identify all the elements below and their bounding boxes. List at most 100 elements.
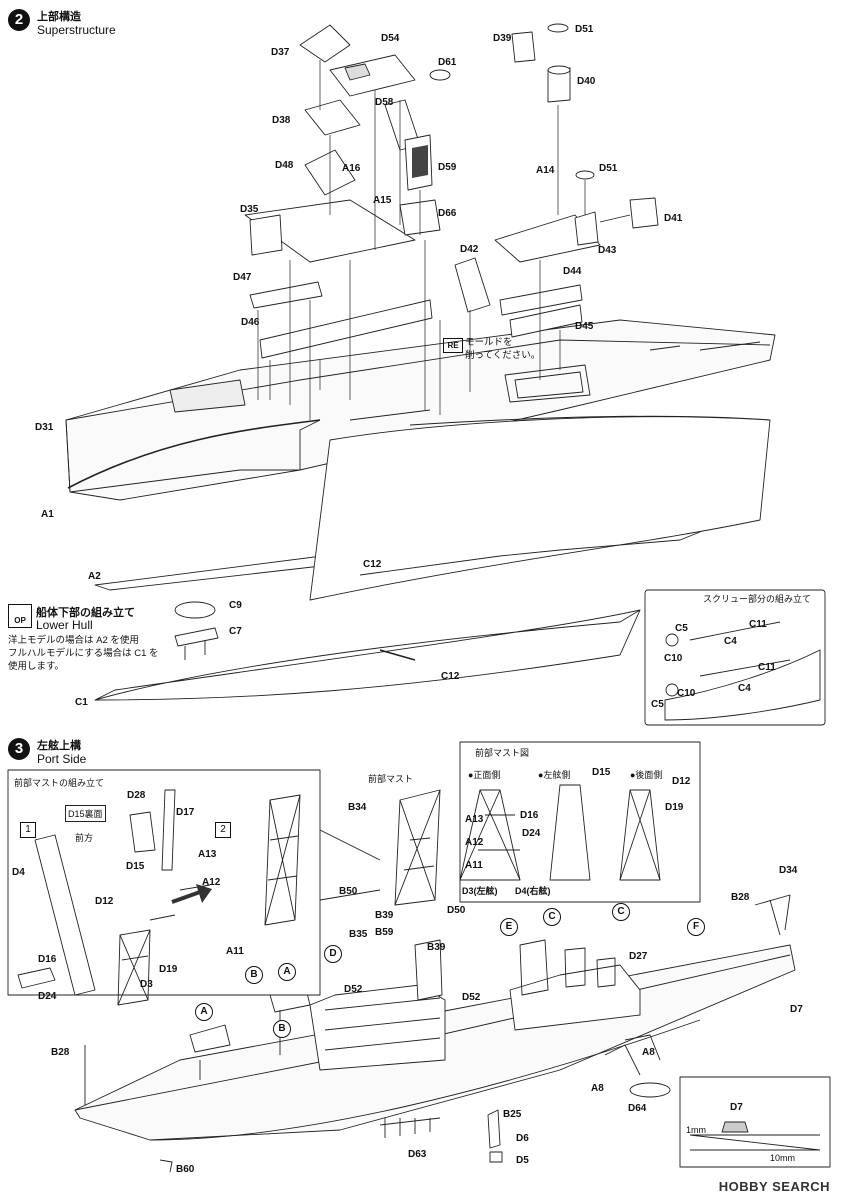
part-label: D64 [628,1103,647,1114]
part-label: D5 [516,1155,529,1166]
part-label: D24 [38,991,57,1002]
part-label: D43 [598,245,617,256]
part-label: B28 [731,892,750,903]
part-label: D17 [176,807,195,818]
op-note-line-2: フルハルモデルにする場合は C1 を [8,648,159,659]
part-label: C1 [75,697,88,708]
part-label: D63 [408,1149,427,1160]
part-label: D3 [140,979,153,990]
part-label: B35 [349,929,368,940]
mast-box-title: 前部マストの組み立て [14,778,105,788]
op-note-line-3: 使用します。 [8,661,65,672]
part-label: B34 [348,802,367,813]
mast-diagram-d4: D4(右舷) [515,886,551,896]
op-badge-text: OP [14,616,26,625]
part-label: D50 [447,905,466,916]
part-label: D51 [599,163,618,174]
part-label: C7 [229,626,242,637]
op-badge: OP [8,604,32,628]
part-label: A15 [373,195,392,206]
part-label: A14 [536,165,555,176]
d15-back-note: D15裏面 [65,805,106,822]
part-label: B28 [51,1047,70,1058]
part-label: D16 [38,954,57,965]
part-label: D42 [460,244,479,255]
remove-badge: RE [443,338,463,353]
part-label: C11 [749,619,767,630]
mast-step-1: 1 [20,822,36,838]
part-label: C9 [229,600,242,611]
part-label: C4 [738,683,751,694]
marker-d: D [324,945,342,963]
screw-box-title: スクリュー部分の組み立て [703,594,812,604]
part-label: D51 [575,24,594,35]
part-label: C5 [675,623,688,634]
part-label: B50 [339,886,358,897]
remove-note-line-2: 削ってください。 [465,350,541,361]
part-label: D59 [438,162,457,173]
op-note-line-1: 洋上モデルの場合は A2 を使用 [8,635,139,646]
part-label: A8 [642,1047,655,1058]
step-3-title-jp: 左舷上構 [37,740,81,752]
part-label: B59 [375,927,394,938]
part-label: A12 [465,837,484,848]
mast-diagram-d3: D3(左舷) [462,886,498,896]
step-3-title-en: Port Side [37,752,87,766]
part-label: B60 [176,1164,195,1175]
marker-f: F [687,918,705,936]
part-label: D61 [438,57,457,68]
part-label: D46 [241,317,260,328]
part-label: D41 [664,213,683,224]
part-label: D15 [592,767,611,778]
part-label: C12 [363,559,382,570]
part-label: D12 [672,776,691,787]
part-label: B25 [503,1109,522,1120]
mast-diagram-front: ●正面側 [468,770,501,780]
part-label: A12 [202,877,221,888]
part-label: D24 [522,828,541,839]
part-label: D39 [493,33,512,44]
step-2-number: 2 [8,9,30,31]
part-label: D35 [240,204,259,215]
op-title-en: Lower Hull [36,618,93,632]
zoom-label: 前部マスト [368,774,414,784]
part-label: A13 [198,849,217,860]
part-label: D12 [95,896,114,907]
part-label: D16 [520,810,539,821]
part-label: D52 [462,992,481,1003]
mast-diagram-title: 前部マスト図 [475,748,530,758]
part-label: C10 [677,688,696,699]
front-direction-note: 前方 [75,833,94,843]
part-label: D38 [272,115,291,126]
remove-note-line-1: モールドを [465,337,513,348]
marker-c-2: C [612,903,630,921]
part-label: D28 [127,790,146,801]
part-label: D31 [35,422,54,433]
step-3-number: 3 [8,738,30,760]
part-label: D44 [563,266,582,277]
mast-diagram-rear: ●後面側 [630,770,663,780]
part-label: D6 [516,1133,529,1144]
part-label: C4 [724,636,737,647]
marker-e: E [500,918,518,936]
marker-b-1: B [245,966,263,984]
dimension-part-label: D7 [730,1102,743,1113]
marker-a-2: A [278,963,296,981]
part-label: D58 [375,97,394,108]
part-label: A13 [465,814,484,825]
part-label: A16 [342,163,361,174]
part-label: D47 [233,272,252,283]
mast-diagram-port: ●左舷側 [538,770,571,780]
part-label: B39 [375,910,394,921]
marker-c-1: C [543,908,561,926]
part-label: D52 [344,984,363,995]
part-label: D40 [577,76,596,87]
part-label: D48 [275,160,294,171]
part-label: D34 [779,865,798,876]
step-2-title-jp: 上部構造 [37,11,81,23]
part-label: B39 [427,942,446,953]
part-label: D15 [126,861,145,872]
step-2-title-en: Superstructure [37,23,116,37]
part-label: D27 [629,951,648,962]
